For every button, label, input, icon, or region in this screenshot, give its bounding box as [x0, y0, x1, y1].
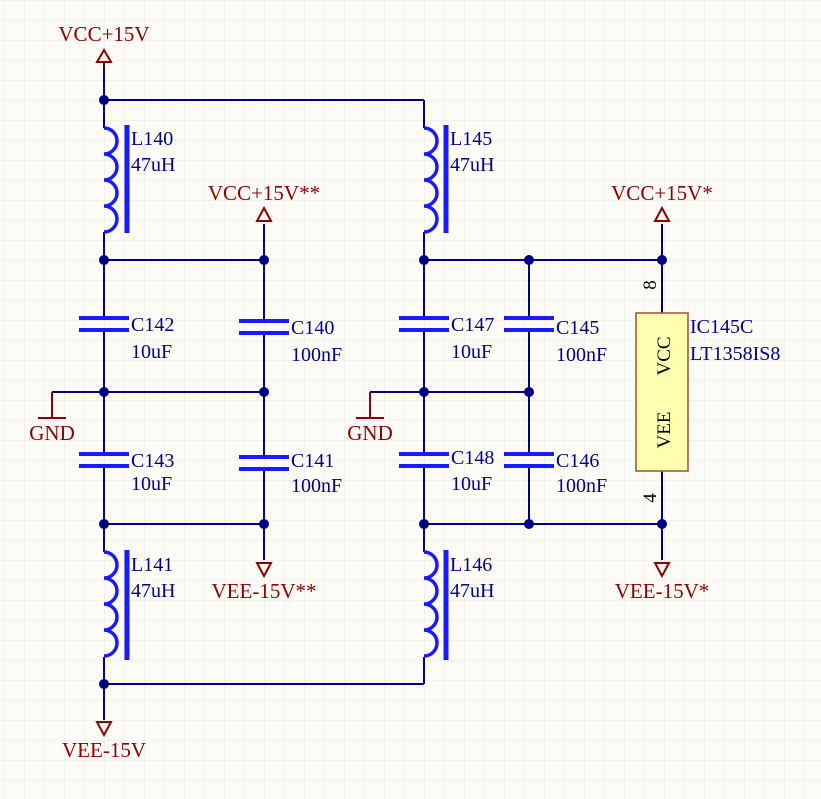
junction-dot: [99, 95, 109, 105]
power-label: VEE-15V**: [212, 579, 317, 603]
capacitor-C146[interactable]: C146 100nF: [504, 450, 607, 497]
capacitor-C148[interactable]: C148 10uF: [399, 447, 494, 495]
inductor-value: 47uH: [450, 154, 494, 176]
junction-dot: [419, 387, 429, 397]
capacitor-value: 100nF: [291, 344, 342, 366]
capacitor-ref: C142: [131, 314, 174, 336]
ground-label: GND: [29, 421, 75, 445]
inductor-value: 47uH: [131, 580, 175, 602]
capacitor-C143[interactable]: C143 10uF: [79, 450, 174, 495]
ic-pin-vee-name: VEE: [654, 412, 675, 449]
capacitor-ref: C147: [451, 314, 494, 336]
capacitor-value: 10uF: [451, 341, 492, 363]
ic-ref: IC145C: [690, 316, 753, 338]
ic-pin-vcc-name: VCC: [654, 336, 675, 375]
junctions: [99, 95, 667, 689]
power-port-vcc-main[interactable]: VCC+15V: [58, 22, 150, 66]
capacitor-C141[interactable]: C141 100nF: [239, 450, 342, 497]
capacitor-C142[interactable]: C142 10uF: [79, 314, 174, 363]
ground-port-left[interactable]: GND: [29, 392, 75, 445]
capacitor-ref: C140: [291, 317, 334, 339]
power-port-vee-a[interactable]: VEE-15V**: [212, 562, 317, 603]
inductor-ref: L145: [450, 128, 492, 150]
capacitor-ref: C146: [556, 450, 599, 472]
junction-dot: [524, 519, 534, 529]
power-label: VCC+15V**: [208, 181, 320, 205]
inductor-L140[interactable]: L140 47uH: [103, 125, 175, 234]
junction-dot: [259, 387, 269, 397]
junction-dot: [419, 255, 429, 265]
capacitor-value: 100nF: [556, 475, 607, 497]
junction-dot: [657, 519, 667, 529]
inductor-ref: L146: [450, 554, 492, 576]
inductor-value: 47uH: [131, 154, 175, 176]
inductor-ref: L141: [131, 554, 173, 576]
junction-dot: [259, 519, 269, 529]
ic-body[interactable]: [635, 312, 689, 472]
junction-dot: [99, 387, 109, 397]
inductor-L146[interactable]: L146 47uH: [423, 550, 494, 660]
capacitor-C145[interactable]: C145 100nF: [504, 316, 607, 366]
junction-dot: [419, 519, 429, 529]
ground-port-right[interactable]: GND: [347, 392, 393, 445]
inductor-L145[interactable]: L145 47uH: [423, 125, 494, 234]
power-label: VCC+15V*: [611, 181, 713, 205]
inductor-value: 47uH: [450, 580, 494, 602]
capacitor-C147[interactable]: C147 10uF: [399, 314, 494, 363]
power-label: VEE-15V*: [615, 579, 709, 603]
ic-pin-vee-number: 4: [640, 493, 661, 503]
power-port-vee-b[interactable]: VEE-15V*: [615, 562, 709, 603]
ic-part: LT1358IS8: [690, 343, 780, 365]
junction-dot: [99, 679, 109, 689]
capacitor-value: 100nF: [291, 475, 342, 497]
junction-dot: [99, 519, 109, 529]
power-port-vcc-b[interactable]: VCC+15V*: [611, 181, 713, 222]
capacitor-ref: C143: [131, 450, 174, 472]
capacitor-value: 10uF: [131, 473, 172, 495]
capacitor-ref: C141: [291, 450, 334, 472]
junction-dot: [259, 255, 269, 265]
power-label: VEE-15V: [62, 738, 146, 762]
capacitor-value: 100nF: [556, 344, 607, 366]
inductor-ref: L140: [131, 128, 173, 150]
capacitor-value: 10uF: [131, 341, 172, 363]
junction-dot: [657, 255, 667, 265]
junction-dot: [524, 255, 534, 265]
ground-label: GND: [347, 421, 393, 445]
capacitor-ref: C148: [451, 447, 494, 469]
junction-dot: [524, 387, 534, 397]
power-port-vee-main[interactable]: VEE-15V: [62, 721, 146, 762]
ic-pin-vcc-number: 8: [640, 280, 661, 290]
junction-dot: [99, 255, 109, 265]
ic-IC145C[interactable]: VCC VEE 8 4 IC145C LT1358IS8: [635, 280, 780, 503]
inductor-L141[interactable]: L141 47uH: [103, 550, 175, 660]
capacitor-C140[interactable]: C140 100nF: [239, 317, 342, 366]
capacitor-value: 10uF: [451, 473, 492, 495]
power-label: VCC+15V: [58, 22, 149, 46]
capacitor-ref: C145: [556, 317, 599, 339]
power-port-vcc-a[interactable]: VCC+15V**: [208, 181, 320, 222]
